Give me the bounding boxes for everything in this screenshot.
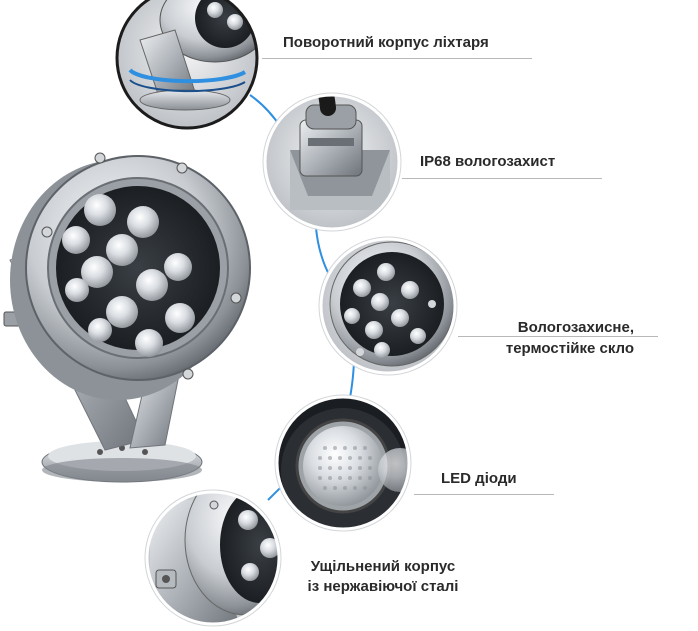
feature-label-ip68: IP68 вологозахист bbox=[420, 153, 556, 170]
feature-label-glass-line2: термостійке скло bbox=[505, 340, 634, 357]
feature-label-steel-line1: Ущільнений корпус bbox=[310, 558, 456, 575]
divider-line bbox=[402, 178, 602, 179]
divider-line bbox=[414, 494, 554, 495]
main-lamp-leds bbox=[62, 194, 195, 357]
rotating-housing-icon bbox=[115, 0, 259, 130]
feature-label-rotating-housing: Поворотний корпус ліхтаря bbox=[283, 34, 489, 51]
feature-label-steel-line2: із нержавіючої сталі bbox=[307, 578, 459, 595]
cable-gland-icon bbox=[262, 92, 402, 232]
glass-lens-icon bbox=[318, 236, 458, 376]
feature-label-led: LED діоди bbox=[441, 470, 517, 487]
main-lamp-image bbox=[3, 152, 251, 483]
led-diode-icon bbox=[274, 394, 412, 532]
divider-line bbox=[262, 58, 532, 59]
feature-label-glass-line1: Вологозахисне, bbox=[517, 319, 634, 336]
divider-line bbox=[458, 336, 658, 337]
